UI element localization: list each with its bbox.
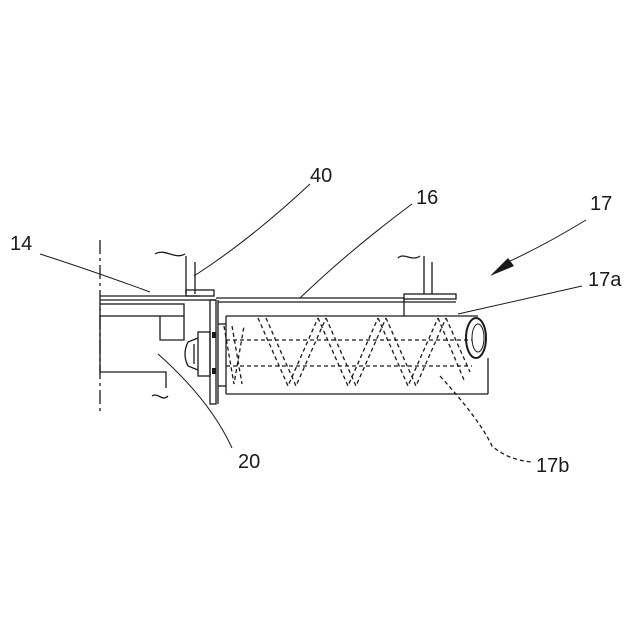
label-17: 17 [590, 193, 612, 215]
cover-16 [216, 298, 404, 316]
label-14: 14 [10, 233, 32, 255]
drive-unit [185, 300, 226, 404]
bracket-40 [155, 252, 216, 300]
label-20: 20 [238, 451, 260, 473]
reference-labels: 14 40 16 17 17a 20 17b [10, 165, 622, 477]
spiral-blade [224, 318, 470, 386]
label-17a: 17a [588, 269, 622, 291]
right-bracket [398, 256, 456, 302]
label-17b: 17b [536, 455, 569, 477]
label-40: 40 [310, 165, 332, 187]
frame-structure [100, 240, 200, 412]
label-16: 16 [416, 187, 438, 209]
leader-lines [40, 184, 586, 462]
